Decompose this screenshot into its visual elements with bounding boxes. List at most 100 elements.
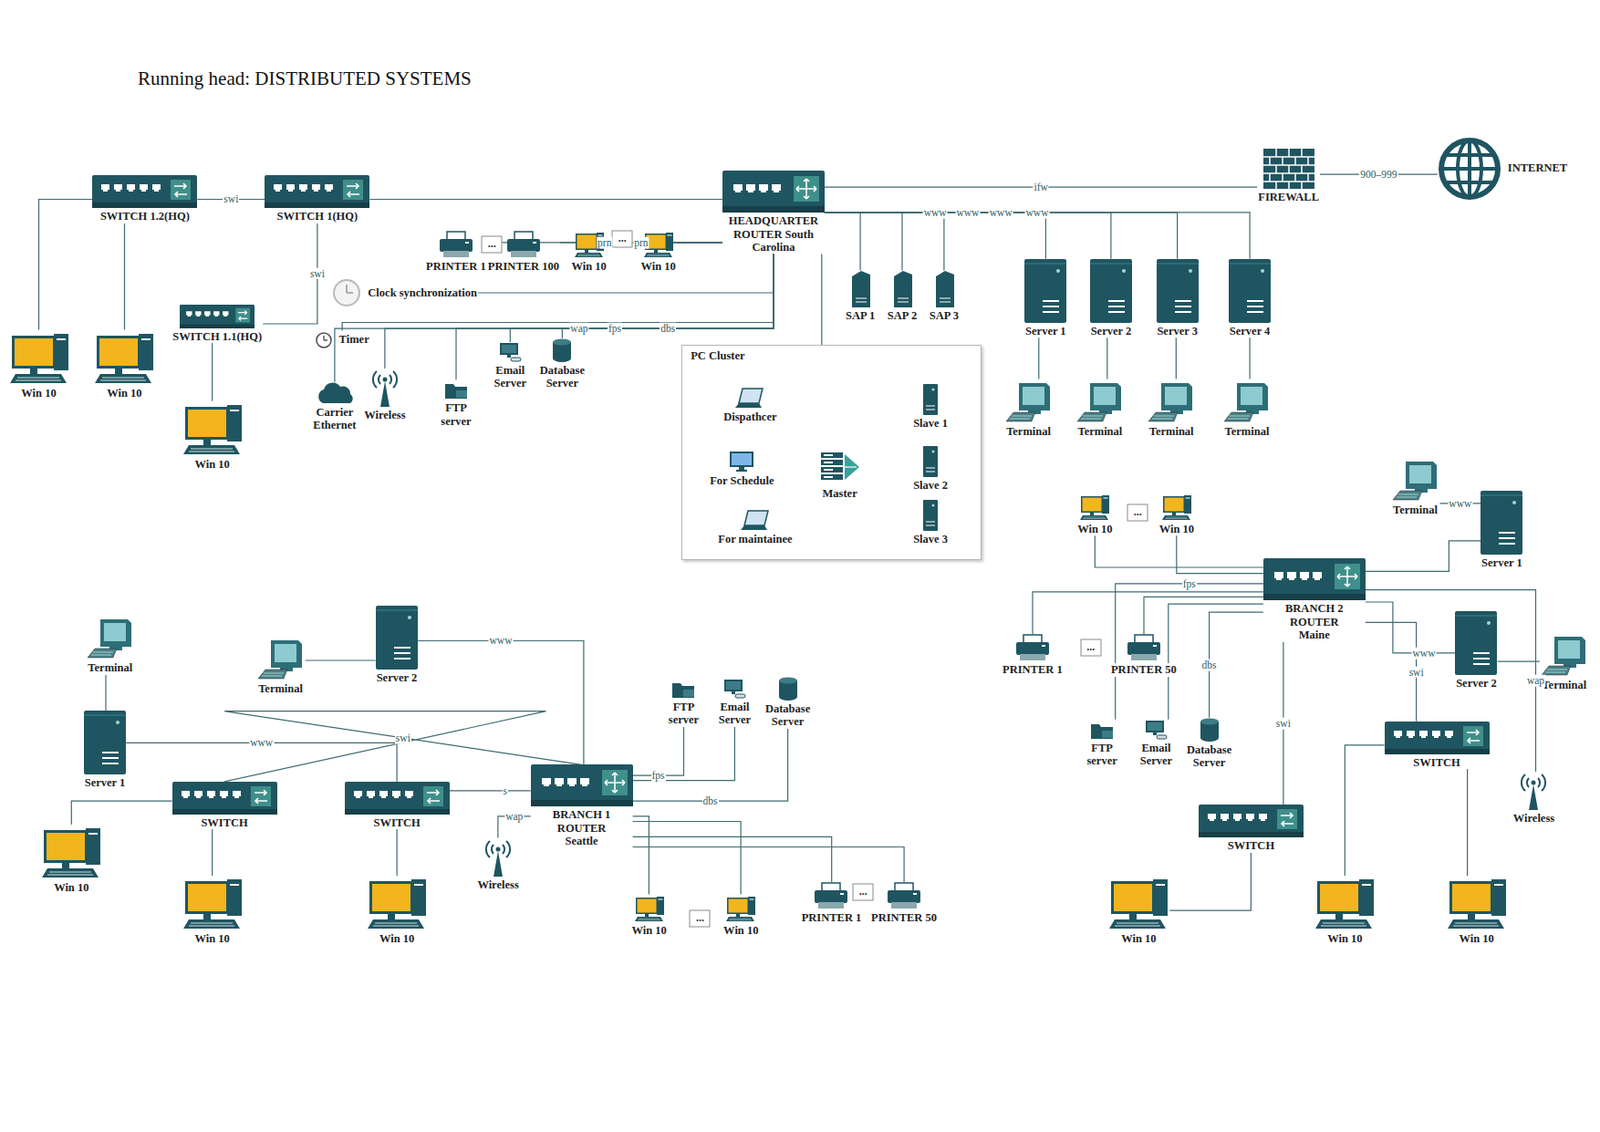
- icon-part: [92, 175, 198, 208]
- icon-part: [443, 250, 469, 258]
- icon-part: [1263, 593, 1366, 601]
- desktop-pc: Win 10: [1158, 493, 1195, 536]
- icon-part: [353, 790, 363, 799]
- node-label: Email Server: [487, 363, 533, 391]
- icon-part: [174, 183, 188, 198]
- icon-part: [840, 893, 844, 895]
- ftp-server: FTP server: [660, 678, 707, 728]
- icon-part: [897, 298, 909, 302]
- icon-part: [83, 710, 126, 775]
- icon-part: [392, 790, 401, 799]
- icon-part: [1281, 156, 1284, 166]
- icon-part: [1129, 914, 1137, 920]
- connector: [1106, 337, 1108, 379]
- icon-part: [195, 311, 201, 317]
- network-switch-icon: [172, 781, 278, 815]
- wireless-antenna: Wireless: [476, 838, 520, 892]
- icon-part: [820, 459, 843, 466]
- icon-part: [887, 890, 921, 904]
- icon-part: [1018, 383, 1050, 411]
- connector-label: www: [1412, 647, 1437, 660]
- network-switch-icon: [264, 175, 370, 208]
- connector: [1248, 337, 1250, 379]
- icon-part: [1444, 730, 1454, 738]
- icon-part: [1148, 412, 1178, 422]
- desktop-pc-icon: [1445, 875, 1508, 931]
- icon-part: [213, 311, 219, 317]
- icon-part: [844, 467, 857, 468]
- connector-label: www: [988, 207, 1014, 219]
- network-switch-icon: [92, 175, 198, 208]
- server-icon: [1480, 490, 1523, 555]
- icon-part: [923, 384, 938, 416]
- icon-part: [1101, 730, 1113, 738]
- icon-part: [88, 832, 98, 835]
- node-label: Email Server: [1132, 741, 1179, 769]
- node-label: Email Server: [711, 700, 758, 728]
- terminal-icon: [1222, 379, 1272, 424]
- sap-server: SAP 2: [886, 270, 918, 323]
- icon-part: [170, 179, 191, 200]
- desktop-pc-icon: [365, 875, 428, 931]
- connector-label: fps: [607, 322, 623, 335]
- clock-icon-icon: [332, 278, 362, 308]
- icon-part: [1042, 301, 1060, 312]
- icon-part: [139, 184, 148, 192]
- icon-part: [1101, 495, 1110, 514]
- network-switch: SWITCH 1.1(HQ): [171, 304, 263, 343]
- connector: [104, 675, 106, 712]
- icon-part: [1294, 156, 1297, 166]
- icon-part: [229, 409, 239, 412]
- icon-part: [1441, 140, 1498, 198]
- icon-part: [1409, 465, 1432, 484]
- icon-part: [102, 752, 119, 764]
- icon-part: [820, 452, 843, 458]
- icon-part: [273, 184, 282, 192]
- icon-part: [203, 439, 211, 446]
- ellipsis-label: ...: [612, 229, 634, 248]
- icon-part: [758, 184, 769, 193]
- desktop-pc: Win 10: [181, 401, 244, 471]
- icon-part: [738, 388, 763, 404]
- icon-part: [286, 184, 295, 192]
- icon-part: [1156, 259, 1199, 323]
- icon-part: [1287, 571, 1297, 581]
- connector: [384, 253, 774, 369]
- icon-part: [728, 898, 749, 913]
- icon-part: [141, 338, 151, 341]
- icon-part: [179, 304, 255, 329]
- node-label: Terminal: [1392, 503, 1439, 517]
- icon-part: [100, 377, 146, 381]
- router: BRANCH 2 ROUTER Maine: [1263, 558, 1366, 642]
- server: Server 4: [1228, 259, 1272, 338]
- icon-part: [1111, 881, 1155, 915]
- icon-part: [925, 467, 936, 472]
- connector: [1168, 603, 1264, 720]
- icon-part: [344, 781, 450, 815]
- wireless-antenna-icon: [1519, 771, 1548, 811]
- server: Server 1: [83, 710, 127, 790]
- printer: PRINTER 50: [870, 882, 938, 925]
- email-server: Email Server: [487, 342, 533, 391]
- connector: [449, 789, 531, 791]
- node-label: Win 10: [1326, 932, 1363, 946]
- connector-label: ifw: [1032, 181, 1049, 194]
- wireless-antenna: Wireless: [1512, 771, 1556, 825]
- icon-part: [100, 619, 132, 647]
- connector-label: swi: [309, 267, 326, 280]
- icon-part: [172, 781, 278, 815]
- icon-part: [1006, 412, 1036, 422]
- icon-part: [1147, 722, 1163, 731]
- icon-part: [238, 310, 248, 321]
- firewall: FIREWALL: [1257, 148, 1320, 204]
- node-label: Win 10: [378, 932, 416, 946]
- router-icon: [530, 764, 634, 807]
- icon-part: [1447, 919, 1505, 929]
- node-label: Win 10: [630, 924, 667, 937]
- icon-part: [258, 669, 288, 679]
- icon-part: [823, 476, 833, 478]
- connector-label: www: [249, 737, 274, 749]
- connector: [1038, 337, 1039, 379]
- icon-part: [1299, 571, 1310, 581]
- node-label: PRINTER 100: [487, 259, 561, 273]
